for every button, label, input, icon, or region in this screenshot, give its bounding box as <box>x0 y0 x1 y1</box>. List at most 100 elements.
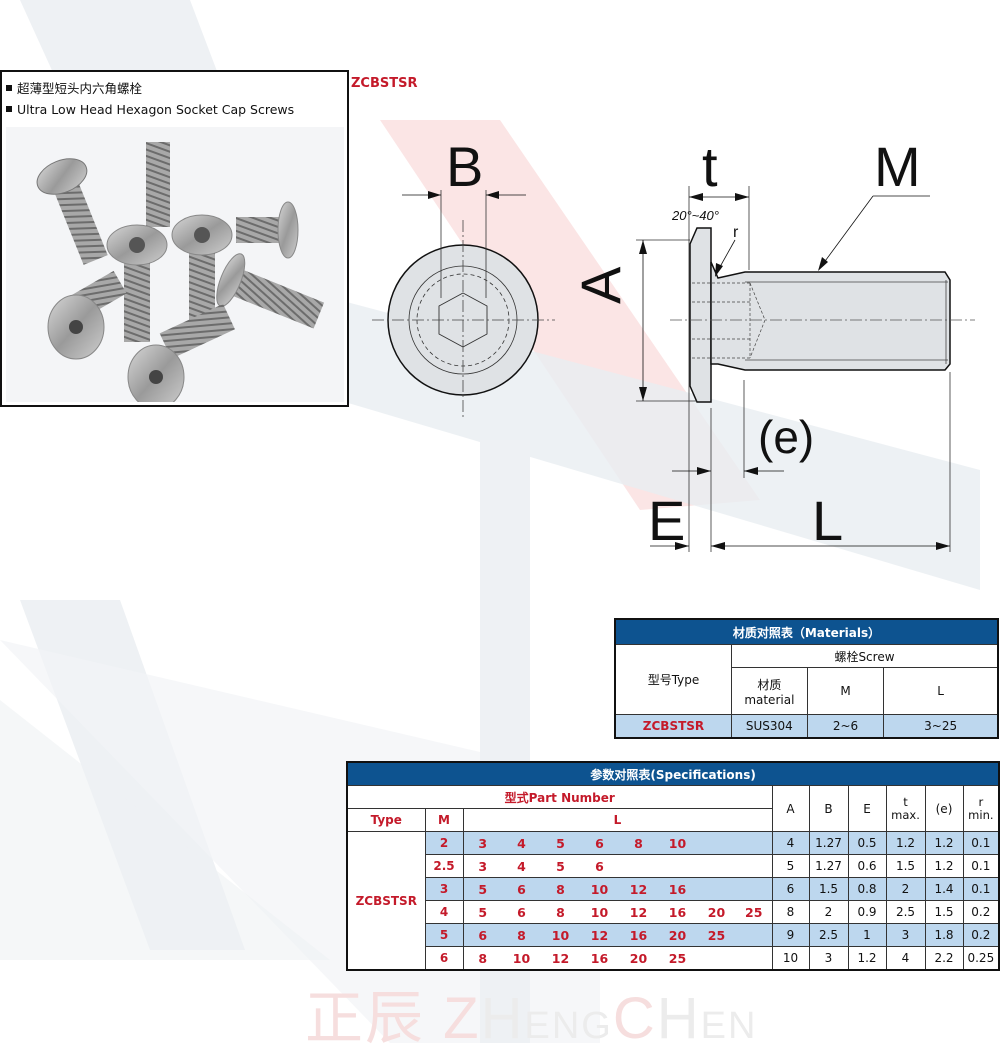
label-A: A <box>569 266 632 304</box>
l-value: 5 <box>541 854 580 878</box>
l-value: 10 <box>580 877 619 901</box>
dim-t-value: 3 <box>885 923 926 947</box>
dim-t-value: 1.2 <box>885 831 926 855</box>
type-value: ZCBSTSR <box>614 714 732 738</box>
dim-r-value: 0.1 <box>962 831 1000 855</box>
label-M: M <box>874 135 921 198</box>
l-value: 12 <box>541 946 580 971</box>
dim-A-value: 8 <box>771 900 810 924</box>
technical-drawing: B t M A 20°~40° r (e) E L <box>372 135 975 552</box>
title-en: Ultra Low Head Hexagon Socket Cap Screws <box>6 102 294 117</box>
dim-e-value: 1.8 <box>924 923 964 947</box>
l-value: 5 <box>462 877 502 901</box>
zhengchen-watermark: 正辰 ZHENGCHEN <box>305 986 758 1051</box>
l-value: 20 <box>619 946 658 971</box>
l-value <box>736 854 773 878</box>
l-value: 8 <box>541 877 580 901</box>
l-value: 6 <box>502 877 541 901</box>
l-value: 25 <box>658 946 697 971</box>
m-value: 5 <box>424 923 464 947</box>
dim-e-value: 1.2 <box>924 831 964 855</box>
specifications-table: 参数对照表(Specifications) 型式Part Number A B … <box>346 761 1000 971</box>
m-value: 2.5 <box>424 854 464 878</box>
dim-e-value: 1.5 <box>924 900 964 924</box>
label-L: L <box>812 489 843 552</box>
dim-A-value: 6 <box>771 877 810 901</box>
dim-t-value: 2 <box>885 877 926 901</box>
dim-B-value: 3 <box>808 946 849 971</box>
dim-t-value: 1.5 <box>885 854 926 878</box>
m-range: 2~6 <box>806 714 885 738</box>
dim-B-value: 2 <box>808 900 849 924</box>
l-value: 6 <box>580 831 619 855</box>
l-value: 4 <box>502 854 541 878</box>
type-column-header: Type <box>346 808 426 832</box>
dim-r-value: 0.2 <box>962 923 1000 947</box>
screw-header: 螺栓Screw <box>730 644 999 668</box>
model-code: ZCBSTSR <box>351 76 418 91</box>
front-view <box>372 190 555 420</box>
l-value <box>697 946 736 971</box>
m-value: 4 <box>424 900 464 924</box>
l-value: 10 <box>658 831 697 855</box>
col-E: E <box>847 785 887 832</box>
l-value: 20 <box>697 900 736 924</box>
l-value: 8 <box>502 923 541 947</box>
dim-r-value: 0.1 <box>962 877 1000 901</box>
label-E: E <box>648 489 685 552</box>
l-value <box>736 877 773 901</box>
l-value: 16 <box>658 877 697 901</box>
l-column-header: L <box>462 808 773 832</box>
l-value: 16 <box>619 923 658 947</box>
l-value: 10 <box>541 923 580 947</box>
title-cn: 超薄型短头内六角螺栓 <box>6 78 142 97</box>
dim-B-value: 2.5 <box>808 923 849 947</box>
spec-table-title: 参数对照表(Specifications) <box>346 761 1000 786</box>
l-value <box>697 854 736 878</box>
l-value: 5 <box>462 900 502 924</box>
dim-t-value: 2.5 <box>885 900 926 924</box>
label-angle: 20°~40° <box>671 208 719 223</box>
l-value <box>619 854 658 878</box>
label-B: B <box>446 135 483 198</box>
l-value: 3 <box>462 831 502 855</box>
l-value <box>736 831 773 855</box>
part-number-header: 型式Part Number <box>346 785 773 809</box>
label-e: (e) <box>758 411 814 463</box>
m-value: 3 <box>424 877 464 901</box>
l-value: 3 <box>462 854 502 878</box>
l-range: 3~25 <box>883 714 999 738</box>
l-value <box>697 831 736 855</box>
bullet-square-icon <box>6 85 12 91</box>
l-value: 12 <box>580 923 619 947</box>
dim-E-value: 0.5 <box>847 831 887 855</box>
l-value: 8 <box>462 946 502 971</box>
type-value: ZCBSTSR <box>346 831 426 971</box>
m-column-header: M <box>424 808 464 832</box>
dim-B-value: 1.27 <box>808 831 849 855</box>
l-value: 6 <box>580 854 619 878</box>
l-value: 16 <box>658 900 697 924</box>
col-e: (e) <box>924 785 964 832</box>
l-value: 25 <box>736 900 773 924</box>
dim-A-value: 4 <box>771 831 810 855</box>
bullet-square-icon <box>6 106 12 112</box>
material-value: SUS304 <box>730 714 808 738</box>
dim-E-value: 1.2 <box>847 946 887 971</box>
dim-E-value: 1 <box>847 923 887 947</box>
l-value: 12 <box>619 900 658 924</box>
m-value: 6 <box>424 946 464 971</box>
dim-e-value: 2.2 <box>924 946 964 971</box>
product-photo-box: 超薄型短头内六角螺栓 Ultra Low Head Hexagon Socket… <box>0 70 349 407</box>
type-header: 型号Type <box>614 644 732 715</box>
dim-E-value: 0.9 <box>847 900 887 924</box>
l-value <box>658 854 697 878</box>
m-header: M <box>806 667 885 715</box>
l-value: 8 <box>619 831 658 855</box>
